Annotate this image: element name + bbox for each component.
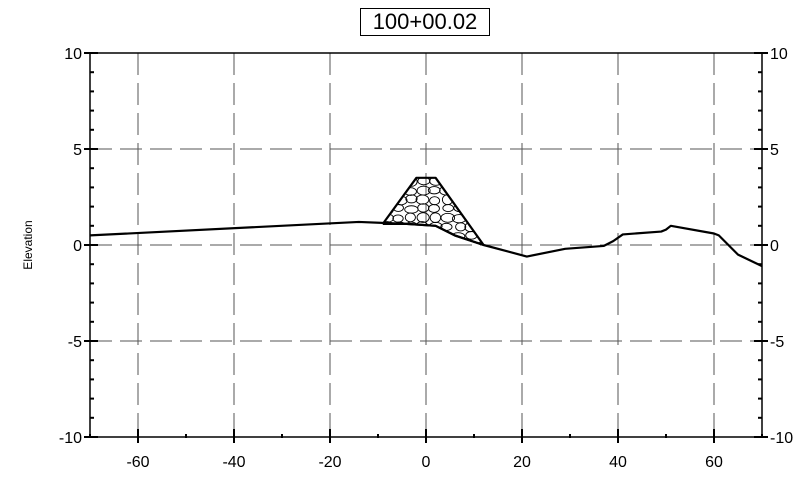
y-tick-label-left: -10 [59,430,82,447]
series-fill-outline [381,176,485,247]
riprap-fill-texture [382,177,484,245]
x-tick-label: 60 [705,454,723,471]
y-tick-label-right: -5 [770,334,784,351]
y-tick-label-left: 0 [73,238,82,255]
riprap-stone [476,213,484,224]
y-tick-label-right: 10 [770,46,788,63]
riprap-stone [454,185,467,196]
riprap-stone [382,177,393,187]
riprap-stone [477,203,484,215]
tick-labels: -60 -40 -20 0 20 40 60 -10 -10 -5 -5 0 0 5 5 10 10 [59,46,793,471]
riprap-stone [417,203,430,213]
y-tick-label-right: 5 [770,142,779,159]
riprap-stone [382,240,395,245]
series-layer [89,176,763,268]
riprap-stone [393,185,405,196]
riprap-stone [464,186,478,197]
y-axis-label: Elevation [21,220,35,270]
grid-lines [90,52,762,438]
x-tick-label: 20 [513,454,531,471]
riprap-stone [465,203,477,214]
riprap-stone [394,231,407,241]
riprap-stone [475,178,484,188]
x-tick-label: -40 [222,454,245,471]
riprap-stone [393,177,405,188]
axis-ticks [84,52,768,443]
riprap-stone [429,196,441,206]
riprap-stone [428,204,440,213]
riprap-stone [404,212,416,223]
riprap-stone [429,212,442,223]
riprap-stone [476,223,484,233]
riprap-stone [475,186,484,195]
y-tick-label-left: 5 [73,142,82,159]
riprap-stone [405,194,418,204]
y-axis-label-box: Elevation [4,200,52,290]
riprap-stone [440,212,456,223]
riprap-stone [405,230,418,241]
riprap-stone [415,194,430,205]
y-tick-label-left: 10 [64,46,82,63]
riprap-stone [462,196,478,205]
y-tick-label-left: -5 [68,334,82,351]
x-tick-label: -20 [318,454,341,471]
riprap-stone [415,221,429,232]
riprap-stone [450,177,466,186]
y-tick-label-right: -10 [770,430,793,447]
riprap-stone [455,222,467,232]
riprap-stone [475,194,484,205]
x-tick-label: 0 [422,454,431,471]
x-tick-label: 40 [609,454,627,471]
x-tick-label: -60 [126,454,149,471]
riprap-stone [382,194,394,206]
riprap-stone [464,177,478,187]
y-tick-label-right: 0 [770,238,779,255]
riprap-stone [416,212,430,223]
riprap-stone [427,231,443,241]
chart-title: 100+00.02 [360,8,490,36]
riprap-stone [442,204,454,213]
riprap-stone [404,205,419,214]
riprap-stone [427,186,441,195]
riprap-stone [392,214,404,223]
riprap-stone [382,185,394,196]
riprap-stone [382,230,395,240]
